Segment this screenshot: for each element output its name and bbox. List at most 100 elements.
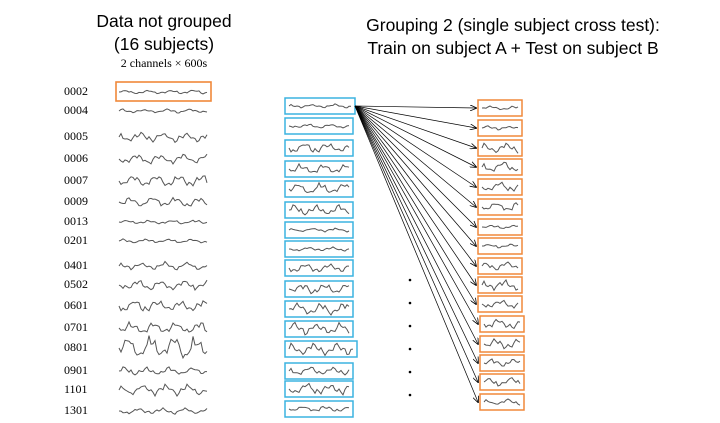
cross-test-arrow	[354, 105, 478, 363]
test-waveform	[481, 161, 519, 172]
right-title: Grouping 2 (single subject cross test): …	[318, 14, 708, 60]
right-title-line1: Grouping 2 (single subject cross test):	[366, 15, 660, 35]
test-box	[479, 373, 525, 391]
train-box	[284, 139, 354, 157]
train-box	[284, 240, 354, 258]
train-box	[284, 201, 354, 219]
ellipsis-dot	[408, 347, 412, 351]
train-waveform	[288, 284, 350, 295]
test-waveform	[483, 358, 521, 367]
cross-test-arrow	[354, 105, 476, 128]
test-waveform	[481, 261, 519, 271]
cross-test-arrow	[354, 105, 476, 246]
left-waveform	[118, 366, 207, 376]
train-waveform	[288, 382, 350, 396]
subject-id-label: 0502	[64, 277, 88, 291]
test-box	[479, 354, 525, 372]
test-waveform	[481, 202, 519, 211]
cross-test-arrow	[354, 105, 476, 304]
subject-id-label: 0901	[64, 363, 88, 377]
train-box	[284, 340, 358, 358]
left-waveform	[118, 131, 208, 144]
test-box	[479, 335, 525, 353]
train-waveform	[288, 342, 354, 357]
cross-test-arrow	[354, 105, 476, 167]
test-waveform	[483, 338, 521, 350]
train-waveform	[288, 181, 350, 194]
left-title-line1: Data not grouped	[96, 11, 232, 31]
train-box-column	[284, 97, 358, 418]
train-box	[284, 300, 354, 318]
test-waveform	[483, 318, 521, 330]
left-waveform	[118, 196, 208, 207]
test-waveform	[481, 142, 519, 154]
left-waveform	[118, 407, 208, 415]
left-title-line2: (16 subjects)	[113, 34, 215, 54]
cross-test-arrow	[354, 105, 476, 285]
left-waveform	[118, 335, 208, 360]
highlight-box-0002	[115, 81, 212, 102]
test-box-column	[477, 99, 525, 411]
train-waveform	[288, 246, 350, 252]
subject-id-label: 0013	[64, 214, 88, 228]
test-waveform	[482, 243, 519, 249]
test-waveform	[481, 224, 519, 229]
subject-id-label: 0601	[64, 298, 88, 312]
test-waveform	[481, 181, 519, 192]
test-box	[477, 257, 523, 275]
left-waveform	[118, 108, 208, 114]
left-waveform	[118, 383, 208, 398]
train-waveform	[288, 203, 350, 216]
train-box	[284, 180, 354, 198]
subject-id-label: 0005	[64, 129, 88, 143]
subject-id-label: 0701	[64, 320, 88, 334]
train-box	[284, 259, 354, 277]
subject-id-label: 1301	[64, 403, 88, 417]
test-box	[477, 99, 523, 117]
subject-id-label: 0401	[64, 258, 88, 272]
cross-test-arrow	[354, 105, 478, 344]
train-waveform	[288, 162, 350, 173]
left-waveform	[118, 320, 208, 333]
train-waveform	[288, 143, 350, 153]
subject-id-label: 0201	[64, 233, 88, 247]
left-subtitle: 2 channels × 600s	[120, 56, 208, 70]
train-box	[284, 380, 354, 398]
test-box	[477, 139, 523, 157]
test-box	[477, 119, 523, 137]
test-waveform	[481, 125, 519, 131]
test-box	[477, 237, 523, 255]
cross-test-arrow	[354, 106, 476, 108]
cross-test-arrow	[354, 105, 476, 266]
left-waveform	[118, 175, 208, 187]
left-waveform	[118, 153, 208, 165]
ellipsis-dot	[408, 301, 412, 305]
ellipsis-dot	[408, 278, 412, 282]
test-box	[477, 178, 523, 196]
train-waveform	[288, 263, 349, 273]
ellipsis-dot	[408, 393, 412, 397]
subject-id-label: 0801	[64, 340, 88, 354]
cross-test-arrow	[354, 105, 476, 207]
test-waveform	[481, 299, 519, 309]
train-box	[284, 362, 354, 380]
test-box	[479, 315, 525, 333]
left-waveform	[118, 260, 208, 271]
subject-id-label: 0007	[64, 173, 88, 187]
test-box	[477, 295, 523, 313]
left-waveform	[118, 300, 208, 312]
subject-id-label: 0009	[64, 194, 88, 208]
test-waveform	[481, 279, 519, 292]
test-box	[477, 276, 523, 294]
train-box	[284, 117, 354, 135]
subject-id-label: 0006	[64, 151, 88, 165]
train-waveform	[288, 366, 350, 376]
cross-test-arrow	[354, 105, 476, 187]
train-waveform	[288, 227, 350, 233]
test-box	[479, 393, 525, 411]
left-waveform	[118, 238, 208, 244]
train-waveform	[288, 123, 350, 129]
ellipsis-dot	[408, 370, 412, 374]
ellipsis-dot	[408, 324, 412, 328]
test-box	[477, 218, 523, 236]
